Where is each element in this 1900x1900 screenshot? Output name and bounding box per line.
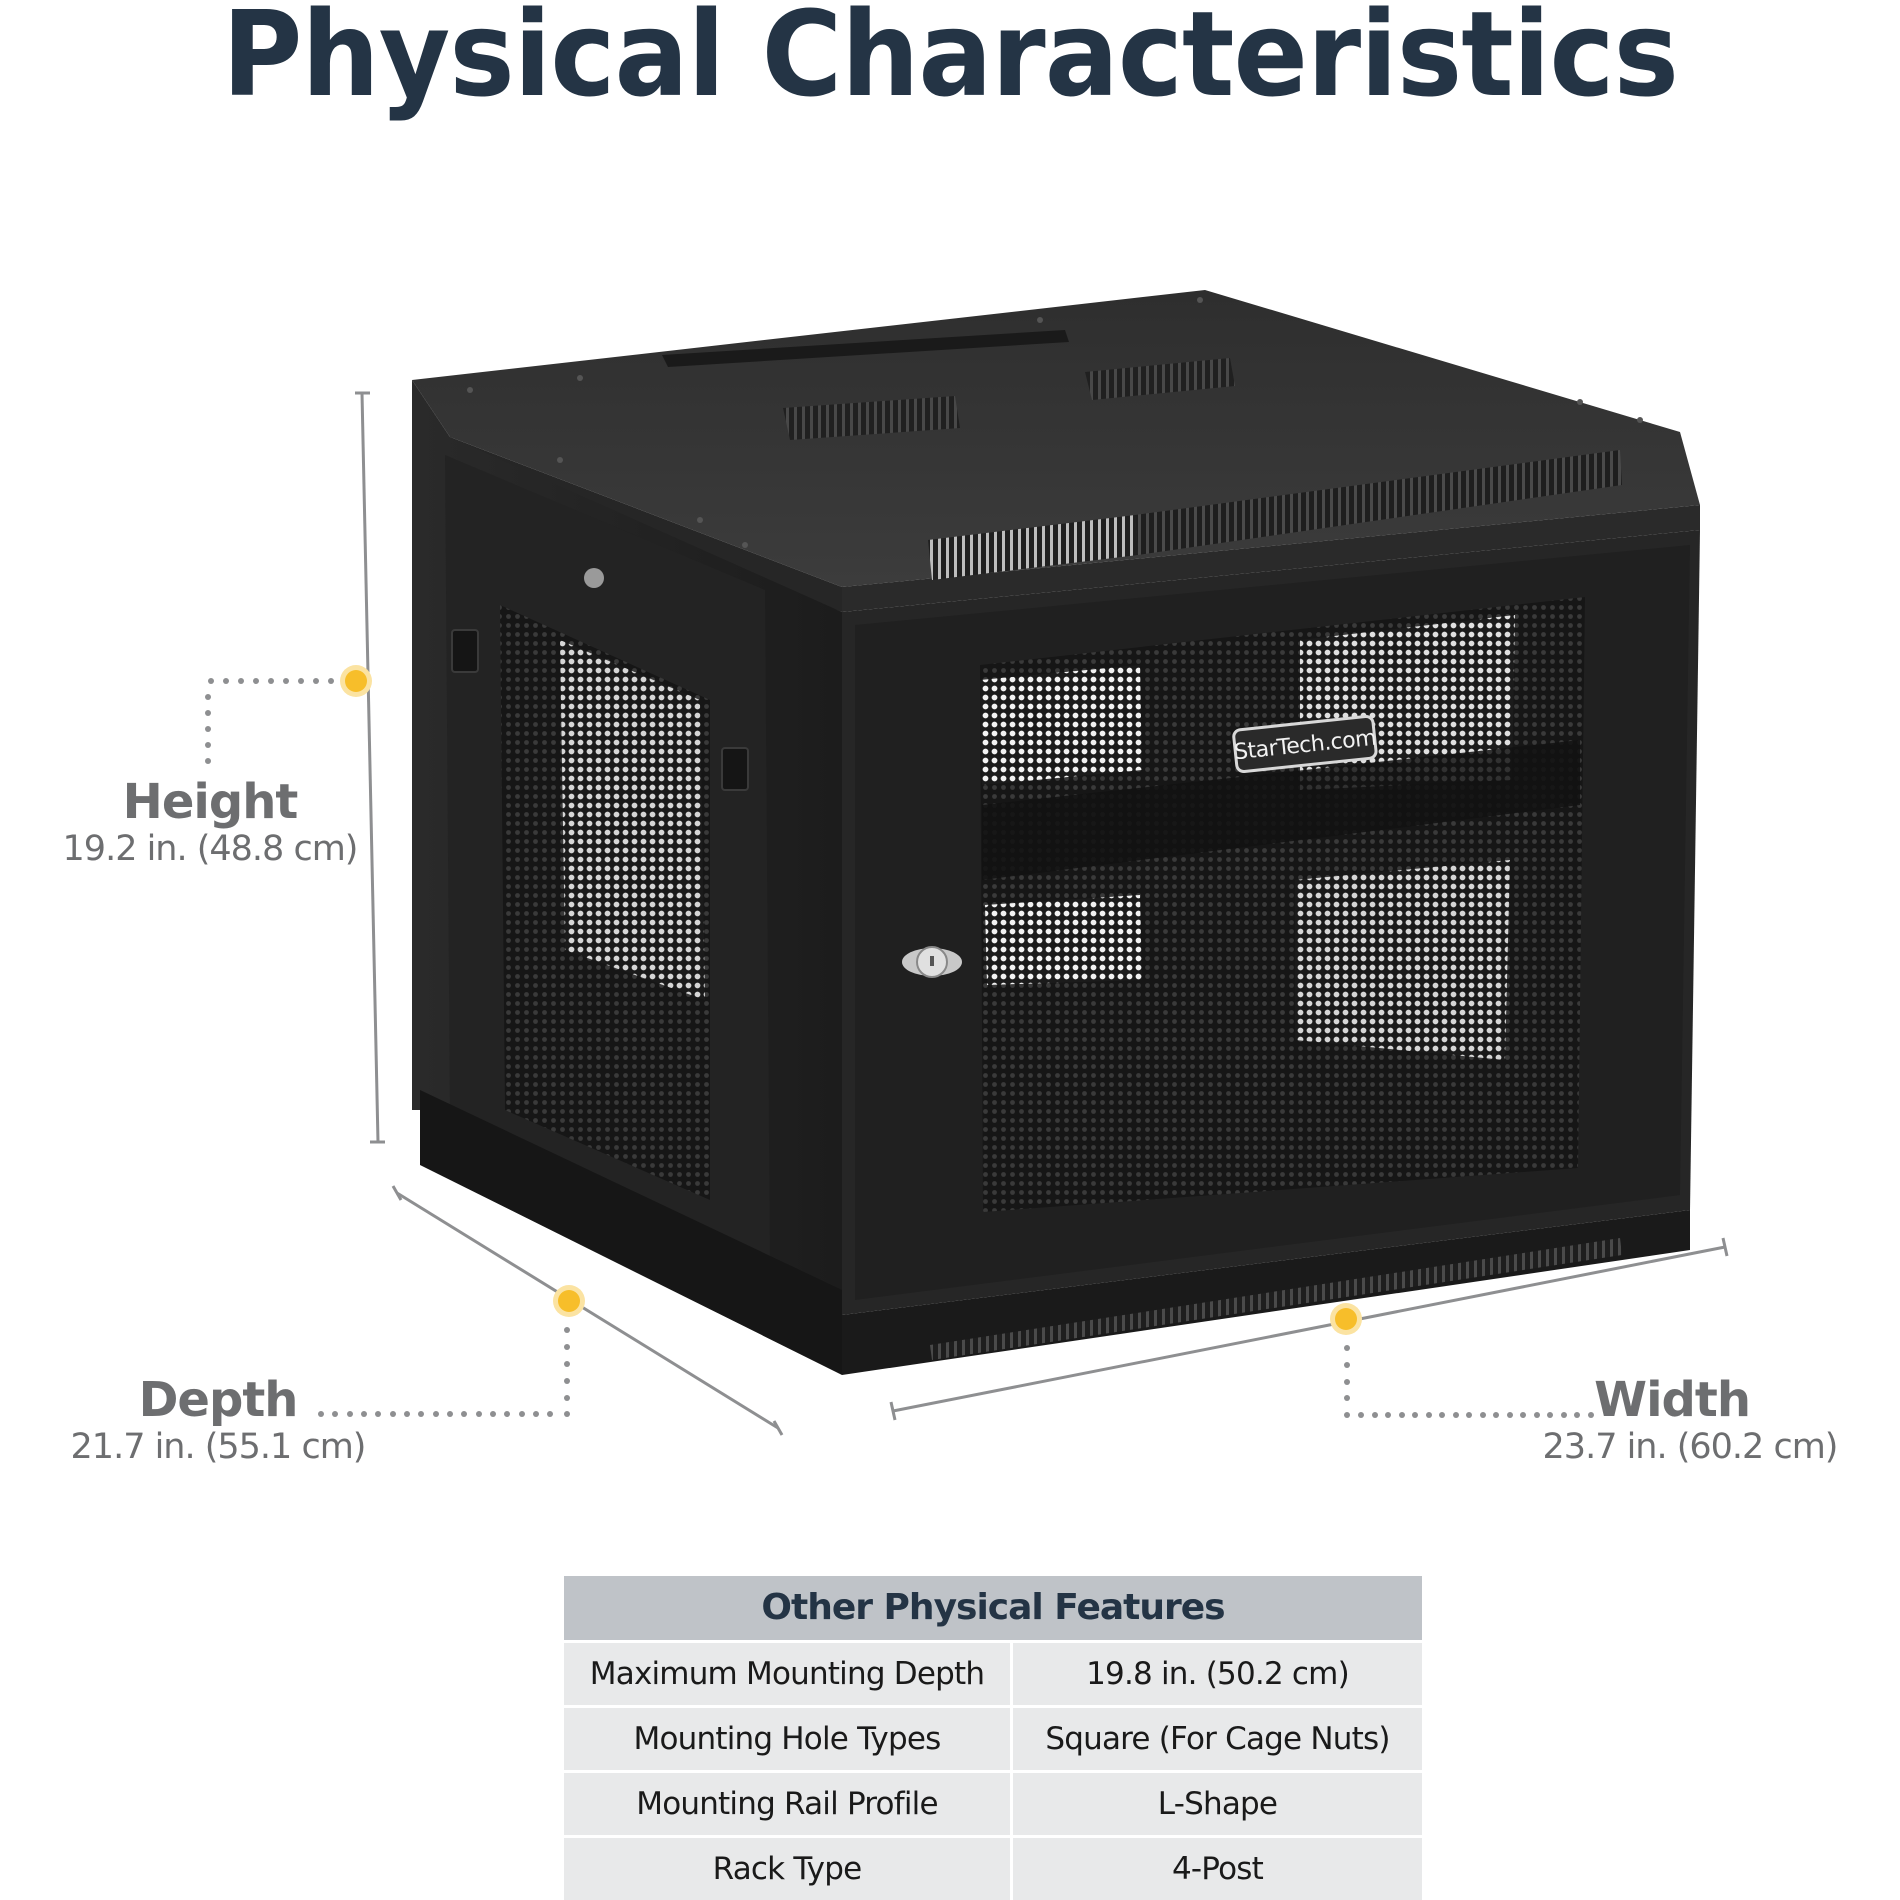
width-name: Width [1594,1372,1751,1428]
table-row: Maximum Mounting Depth 19.8 in. (50.2 cm… [564,1643,1422,1708]
table-row: Mounting Hole Types Square (For Cage Nut… [564,1708,1422,1773]
height-dimension-line [355,391,385,1144]
width-value: 23.7 in. (60.2 cm) [1542,1427,1839,1467]
height-leader [205,678,334,764]
cabinet-side-panel [412,380,842,1375]
row-value: 19.8 in. (50.2 cm) [1013,1643,1422,1705]
depth-value: 21.7 in. (55.1 cm) [70,1427,367,1467]
table-row: Mounting Rail Profile L-Shape [564,1773,1422,1838]
width-marker-dot [1335,1308,1357,1330]
depth-name: Depth [138,1372,299,1428]
height-value: 19.2 in. (48.8 cm) [62,829,359,869]
door-lock-icon [902,946,962,978]
depth-dimension-line [391,1185,784,1436]
width-dimension-line [889,1237,1729,1421]
row-label: Mounting Hole Types [564,1708,1013,1770]
row-value: L-Shape [1013,1773,1422,1835]
row-value: 4-Post [1013,1838,1422,1900]
height-marker-dot [345,670,367,692]
depth-dimension-label: Depth 21.7 in. (55.1 cm) [68,1374,368,1468]
row-label: Maximum Mounting Depth [564,1643,1013,1705]
width-leader [1344,1345,1594,1418]
other-physical-features-table: Other Physical Features Maximum Mounting… [564,1576,1422,1900]
row-value: Square (For Cage Nuts) [1013,1708,1422,1770]
height-name: Height [122,774,299,830]
brand-badge: StarTech.com [1232,714,1378,774]
table-row: Rack Type 4-Post [564,1838,1422,1900]
height-dimension-label: Height 19.2 in. (48.8 cm) [60,776,360,870]
page-title: Physical Characteristics [222,0,1679,123]
row-label: Mounting Rail Profile [564,1773,1013,1835]
depth-leader [318,1327,570,1417]
row-label: Rack Type [564,1838,1013,1900]
table-header: Other Physical Features [564,1576,1422,1643]
depth-marker-dot [558,1290,580,1312]
cabinet-front-door [842,530,1700,1375]
width-dimension-label: Width 23.7 in. (60.2 cm) [1540,1374,1840,1468]
